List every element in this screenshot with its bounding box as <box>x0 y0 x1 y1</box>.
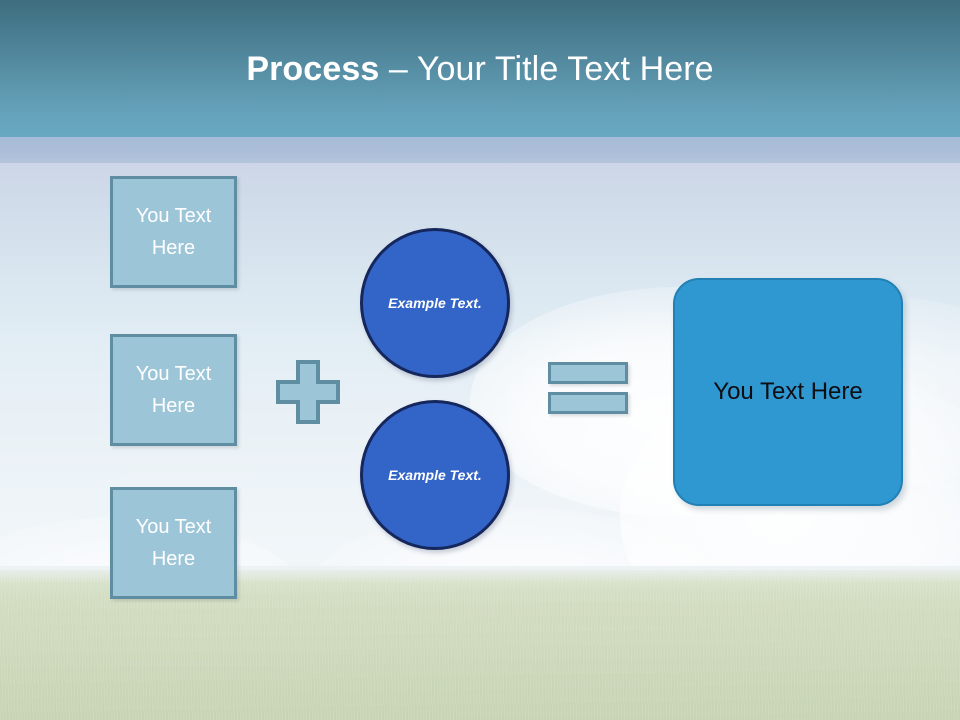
equals-bar-top <box>548 362 628 384</box>
title-banner <box>0 0 960 137</box>
page-title: Process – Your Title Text Here <box>0 48 960 90</box>
input-box-3[interactable]: You Text Here <box>110 487 237 599</box>
title-banner-underband <box>0 137 960 163</box>
page-title-rest: – Your Title Text Here <box>379 50 714 88</box>
page-title-emphasis: Process <box>246 50 380 88</box>
process-circle-1[interactable]: Example Text. <box>360 228 510 378</box>
input-box-2-label: You Text Here <box>135 363 212 417</box>
input-box-1[interactable]: You Text Here <box>110 176 237 288</box>
result-box[interactable]: You Text Here <box>673 278 903 506</box>
input-box-1-label: You Text Here <box>135 205 212 259</box>
process-circle-1-label: Example Text. <box>388 295 482 311</box>
input-box-2[interactable]: You Text Here <box>110 334 237 446</box>
process-circle-2[interactable]: Example Text. <box>360 400 510 550</box>
equals-bar-bottom <box>548 392 628 414</box>
input-box-3-label: You Text Here <box>135 516 212 570</box>
result-box-label: You Text Here <box>713 378 863 405</box>
plus-icon <box>276 360 340 424</box>
process-circle-2-label: Example Text. <box>388 467 482 483</box>
equals-icon <box>548 362 630 416</box>
